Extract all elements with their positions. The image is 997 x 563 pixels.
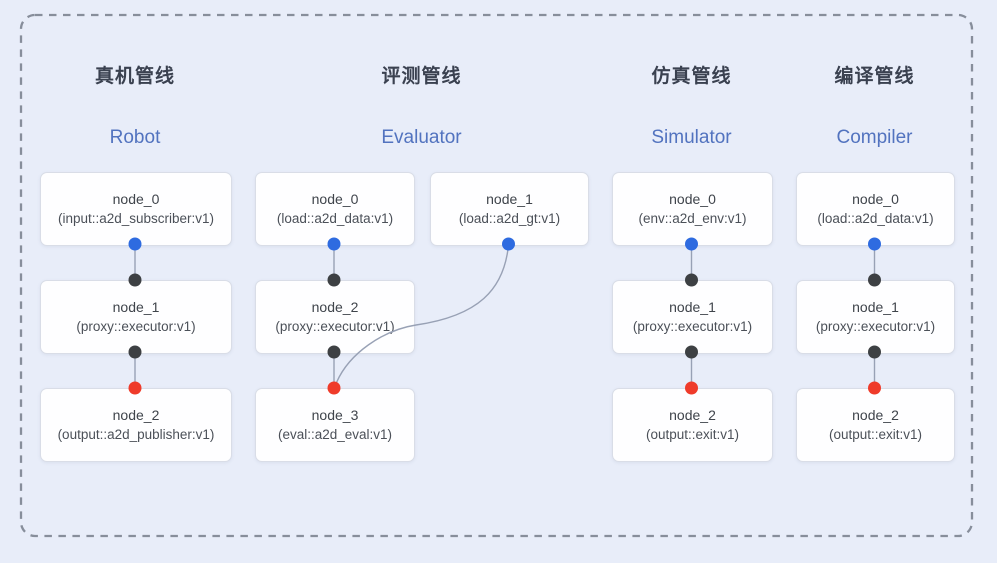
node-card-simulator-0: node_0 (env::a2d_env:v1)	[612, 172, 773, 246]
node-type: (output::a2d_publisher:v1)	[57, 427, 215, 442]
node-type: (input::a2d_subscriber:v1)	[57, 211, 215, 226]
node-name: node_2	[311, 299, 359, 315]
node-type: (load::a2d_data:v1)	[817, 211, 934, 226]
pipeline-title-cn-evaluator: 评测管线	[381, 66, 462, 87]
node-name: node_2	[669, 407, 716, 423]
node-type: (load::a2d_gt:v1)	[458, 211, 561, 226]
node-type: (proxy::executor:v1)	[275, 319, 395, 334]
pipeline-title-cn-robot: 真机管线	[94, 66, 175, 87]
pipeline-title-en-compiler: Compiler	[836, 127, 913, 148]
pipeline-title-cn-compiler: 编译管线	[834, 66, 915, 87]
node-name: node_1	[112, 299, 160, 315]
node-name: node_0	[669, 191, 716, 207]
node-name: node_1	[669, 299, 716, 315]
node-name: node_0	[112, 191, 160, 207]
pipeline-title-en-simulator: Simulator	[651, 127, 732, 148]
node-type: (load::a2d_data:v1)	[276, 211, 394, 226]
node-type: (proxy::executor:v1)	[76, 319, 196, 334]
node-card-evaluator-1: node_1 (load::a2d_gt:v1)	[430, 172, 589, 246]
node-card-simulator-2: node_2 (output::exit:v1)	[612, 388, 773, 462]
node-name: node_1	[852, 299, 899, 315]
node-name: node_3	[311, 407, 359, 423]
pipeline-title-en-evaluator: Evaluator	[381, 127, 462, 148]
node-card-robot-1: node_1 (proxy::executor:v1)	[40, 280, 232, 354]
node-name: node_1	[486, 191, 533, 207]
node-type: (env::a2d_env:v1)	[638, 211, 747, 226]
node-card-compiler-1: node_1 (proxy::executor:v1)	[796, 280, 955, 354]
node-card-robot-0: node_0 (input::a2d_subscriber:v1)	[40, 172, 232, 246]
node-card-evaluator-3: node_3 (eval::a2d_eval:v1)	[255, 388, 415, 462]
node-name: node_2	[852, 407, 899, 423]
pipeline-title-cn-simulator: 仿真管线	[651, 66, 732, 87]
node-card-simulator-1: node_1 (proxy::executor:v1)	[612, 280, 773, 354]
node-type: (output::exit:v1)	[645, 427, 740, 442]
node-name: node_0	[311, 191, 359, 207]
node-card-compiler-0: node_0 (load::a2d_data:v1)	[796, 172, 955, 246]
node-card-compiler-2: node_2 (output::exit:v1)	[796, 388, 955, 462]
node-type: (eval::a2d_eval:v1)	[277, 427, 393, 442]
node-name: node_0	[852, 191, 899, 207]
node-card-evaluator-0: node_0 (load::a2d_data:v1)	[255, 172, 415, 246]
node-type: (output::exit:v1)	[828, 427, 923, 442]
node-name: node_2	[112, 407, 160, 423]
node-type: (proxy::executor:v1)	[632, 319, 753, 334]
node-card-evaluator-2: node_2 (proxy::executor:v1)	[255, 280, 415, 354]
pipeline-title-en-robot: Robot	[109, 127, 161, 148]
node-card-robot-2: node_2 (output::a2d_publisher:v1)	[40, 388, 232, 462]
node-type: (proxy::executor:v1)	[815, 319, 936, 334]
